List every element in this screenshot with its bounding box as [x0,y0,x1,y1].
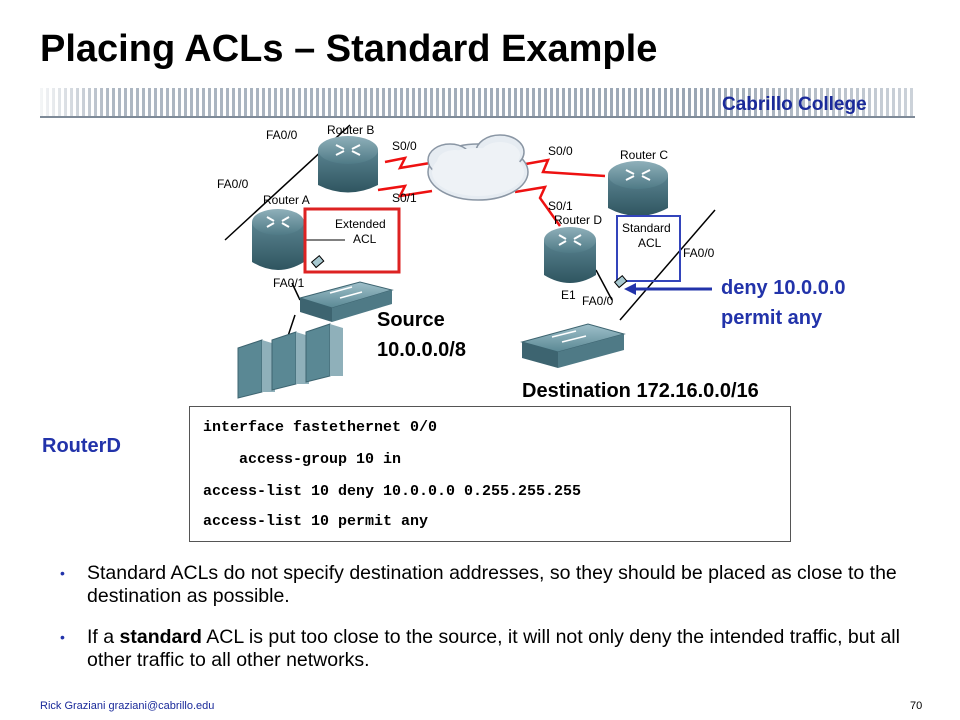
label-fa00-left: FA0/0 [217,177,249,191]
serial-link-cloud-d [514,185,562,227]
switch-destination-icon [520,323,626,368]
serial-link-cloud-c [519,158,606,178]
router-b-icon [318,136,378,193]
code-line: access-list 10 deny 10.0.0.0 0.255.255.2… [203,483,582,500]
header-stripe-bar [40,88,915,118]
label-standard-2: ACL [638,236,662,250]
router-c-icon [608,161,668,216]
bullet-dot-icon: • [60,629,65,645]
extended-acl-marker-icon [310,255,325,269]
router-name-label: RouterD [42,435,121,457]
source-network: 10.0.0.0/8 [377,339,466,361]
label-router-d: Router D [554,213,602,227]
router-a-icon [252,209,304,270]
link-a-to-segment [291,282,301,301]
label-extended-1: Extended [335,217,386,231]
label-fa01: FA0/1 [273,276,305,290]
serial-link-b-cloud [384,156,431,170]
page-number: 70 [910,700,923,712]
label-standard-1: Standard [622,221,671,235]
label-fa00-right: FA0/0 [683,246,715,260]
bullet-text: If a standard ACL is put too close to th… [87,626,900,671]
extended-acl-highlight-box [303,207,401,274]
label-extended-2: ACL [353,232,377,246]
ethernet-segment-right [619,209,716,321]
standard-acl-marker-icon [613,275,628,289]
label-router-b: Router B [327,123,374,137]
source-label: Source [377,309,445,331]
label-s01-left: S0/1 [392,191,417,205]
label-router-c: Router C [620,148,668,162]
config-code-box: interface fastethernet 0/0 access-group … [189,406,791,542]
serial-link-a-cloud [377,184,433,198]
label-s01-right: S0/1 [548,199,573,213]
wan-cloud-icon [427,134,529,201]
standard-acl-highlight-box [616,215,681,282]
label-s00-right: S0/0 [548,144,573,158]
code-line: interface fastethernet 0/0 [203,419,438,436]
rule-deny: deny 10.0.0.0 [721,277,846,299]
destination-label: Destination 172.16.0.0/16 [522,380,759,402]
label-s00-left: S0/0 [392,139,417,153]
bullet-dot-icon: • [60,565,65,581]
router-d-icon [544,227,596,283]
code-line: access-list 10 permit any [203,513,429,530]
label-fa00-top: FA0/0 [266,128,298,142]
switch-source-icon [298,281,394,322]
slide-title: Placing ACLs – Standard Example [40,28,658,70]
label-fa00-d: FA0/0 [582,294,614,308]
link-d-segment [595,269,613,301]
code-line: access-group 10 in [203,451,402,468]
rule-permit: permit any [721,307,823,329]
footer-author: Rick Graziani graziani@cabrillo.edu [40,700,215,712]
college-brand: Cabrillo College [722,94,867,115]
arrowhead-icon [624,283,636,295]
bullet-text: Standard ACLs do not specify destination… [87,562,897,607]
server-cluster-icon [237,323,343,399]
label-e1: E1 [561,288,576,302]
label-router-a: Router A [263,193,310,207]
